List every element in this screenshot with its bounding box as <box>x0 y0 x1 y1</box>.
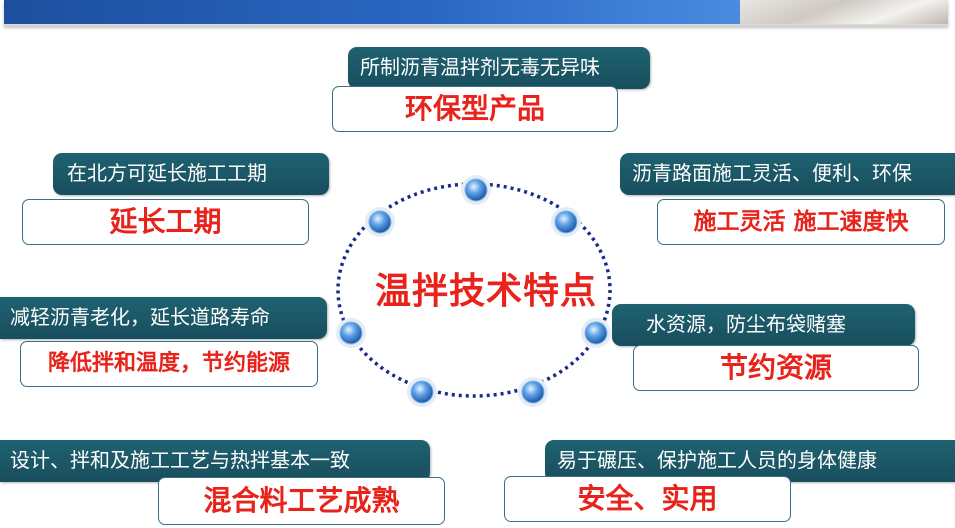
ring-node <box>336 318 366 348</box>
caption-safety: 易于碾压、保护施工人员的身体健康 <box>545 440 955 482</box>
caption-period: 在北方可延长施工工期 <box>53 153 329 195</box>
dotted-ring <box>336 182 612 398</box>
ring-node <box>581 318 611 348</box>
center-title: 温拌技术特点 <box>374 270 597 312</box>
label-safety: 安全、实用 <box>504 476 791 522</box>
ring-node <box>365 207 395 237</box>
caption-resource: 水资源，防尘布袋赌塞 <box>612 304 915 346</box>
label-eco: 环保型产品 <box>332 86 618 132</box>
ring-node <box>518 377 548 407</box>
caption-mature: 设计、拌和及施工工艺与热拌基本一致 <box>0 440 430 482</box>
label-flexible: 施工灵活 施工速度快 <box>657 199 945 245</box>
banner-photo <box>740 0 948 24</box>
label-resource: 节约资源 <box>633 345 919 391</box>
ring-node <box>407 377 437 407</box>
ring-node <box>551 207 581 237</box>
ring-node <box>461 175 491 205</box>
caption-flexible: 沥青路面施工灵活、便利、环保 <box>620 153 955 195</box>
label-period: 延长工期 <box>22 199 309 245</box>
caption-eco: 所制沥青温拌剂无毒无异味 <box>348 47 650 89</box>
header-banner <box>4 0 948 26</box>
label-energy: 降低拌和温度，节约能源 <box>20 341 318 387</box>
label-mature: 混合料工艺成熟 <box>158 477 445 525</box>
caption-energy: 减轻沥青老化，延长道路寿命 <box>0 297 327 339</box>
